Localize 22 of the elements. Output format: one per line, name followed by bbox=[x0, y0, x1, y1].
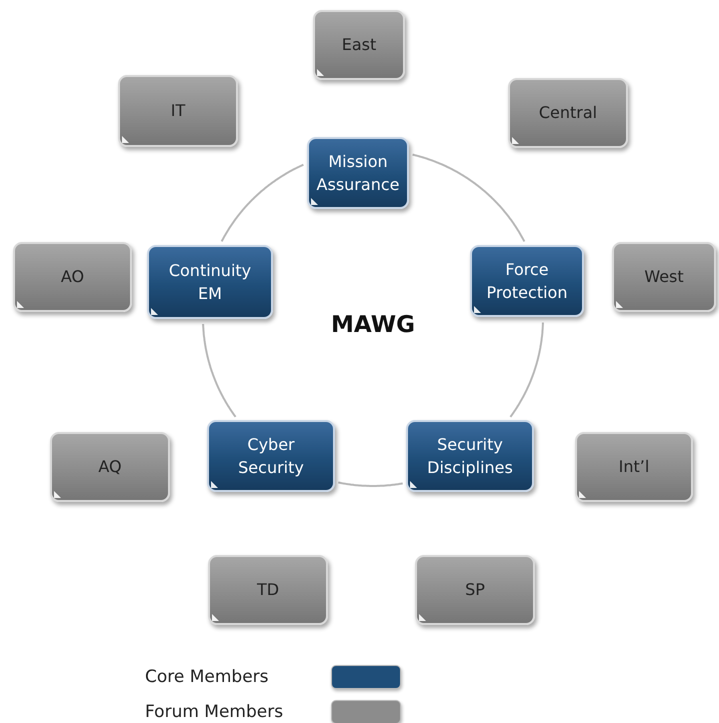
core-member-box: Continuity EM bbox=[147, 245, 273, 319]
forum-member-box: East bbox=[313, 10, 405, 80]
center-label: MAWG bbox=[330, 312, 416, 338]
forum-member-box: AO bbox=[13, 242, 132, 312]
core-member-box: Force Protection bbox=[470, 245, 584, 317]
forum-member-box: Central bbox=[508, 78, 628, 148]
legend-text: Core Members bbox=[145, 667, 270, 687]
forum-member-box: IT bbox=[118, 75, 238, 147]
core-member-box: Mission Assurance bbox=[307, 137, 409, 209]
forum-member-box: SP bbox=[415, 555, 535, 625]
forum-member-box: AQ bbox=[50, 432, 170, 502]
ring-arc bbox=[510, 322, 544, 418]
forum-member-box: TD bbox=[208, 555, 328, 625]
ring-arc bbox=[412, 154, 526, 242]
forum-member-box: West bbox=[612, 242, 716, 312]
legend-text: Forum Members bbox=[145, 702, 284, 722]
core-member-box: Security Disciplines bbox=[406, 420, 534, 492]
ring-arc bbox=[202, 324, 236, 418]
ring-arc bbox=[338, 482, 403, 487]
ring-arc bbox=[220, 164, 304, 242]
forum-member-box: Int’l bbox=[575, 432, 693, 502]
core-member-box: Cyber Security bbox=[207, 420, 335, 492]
